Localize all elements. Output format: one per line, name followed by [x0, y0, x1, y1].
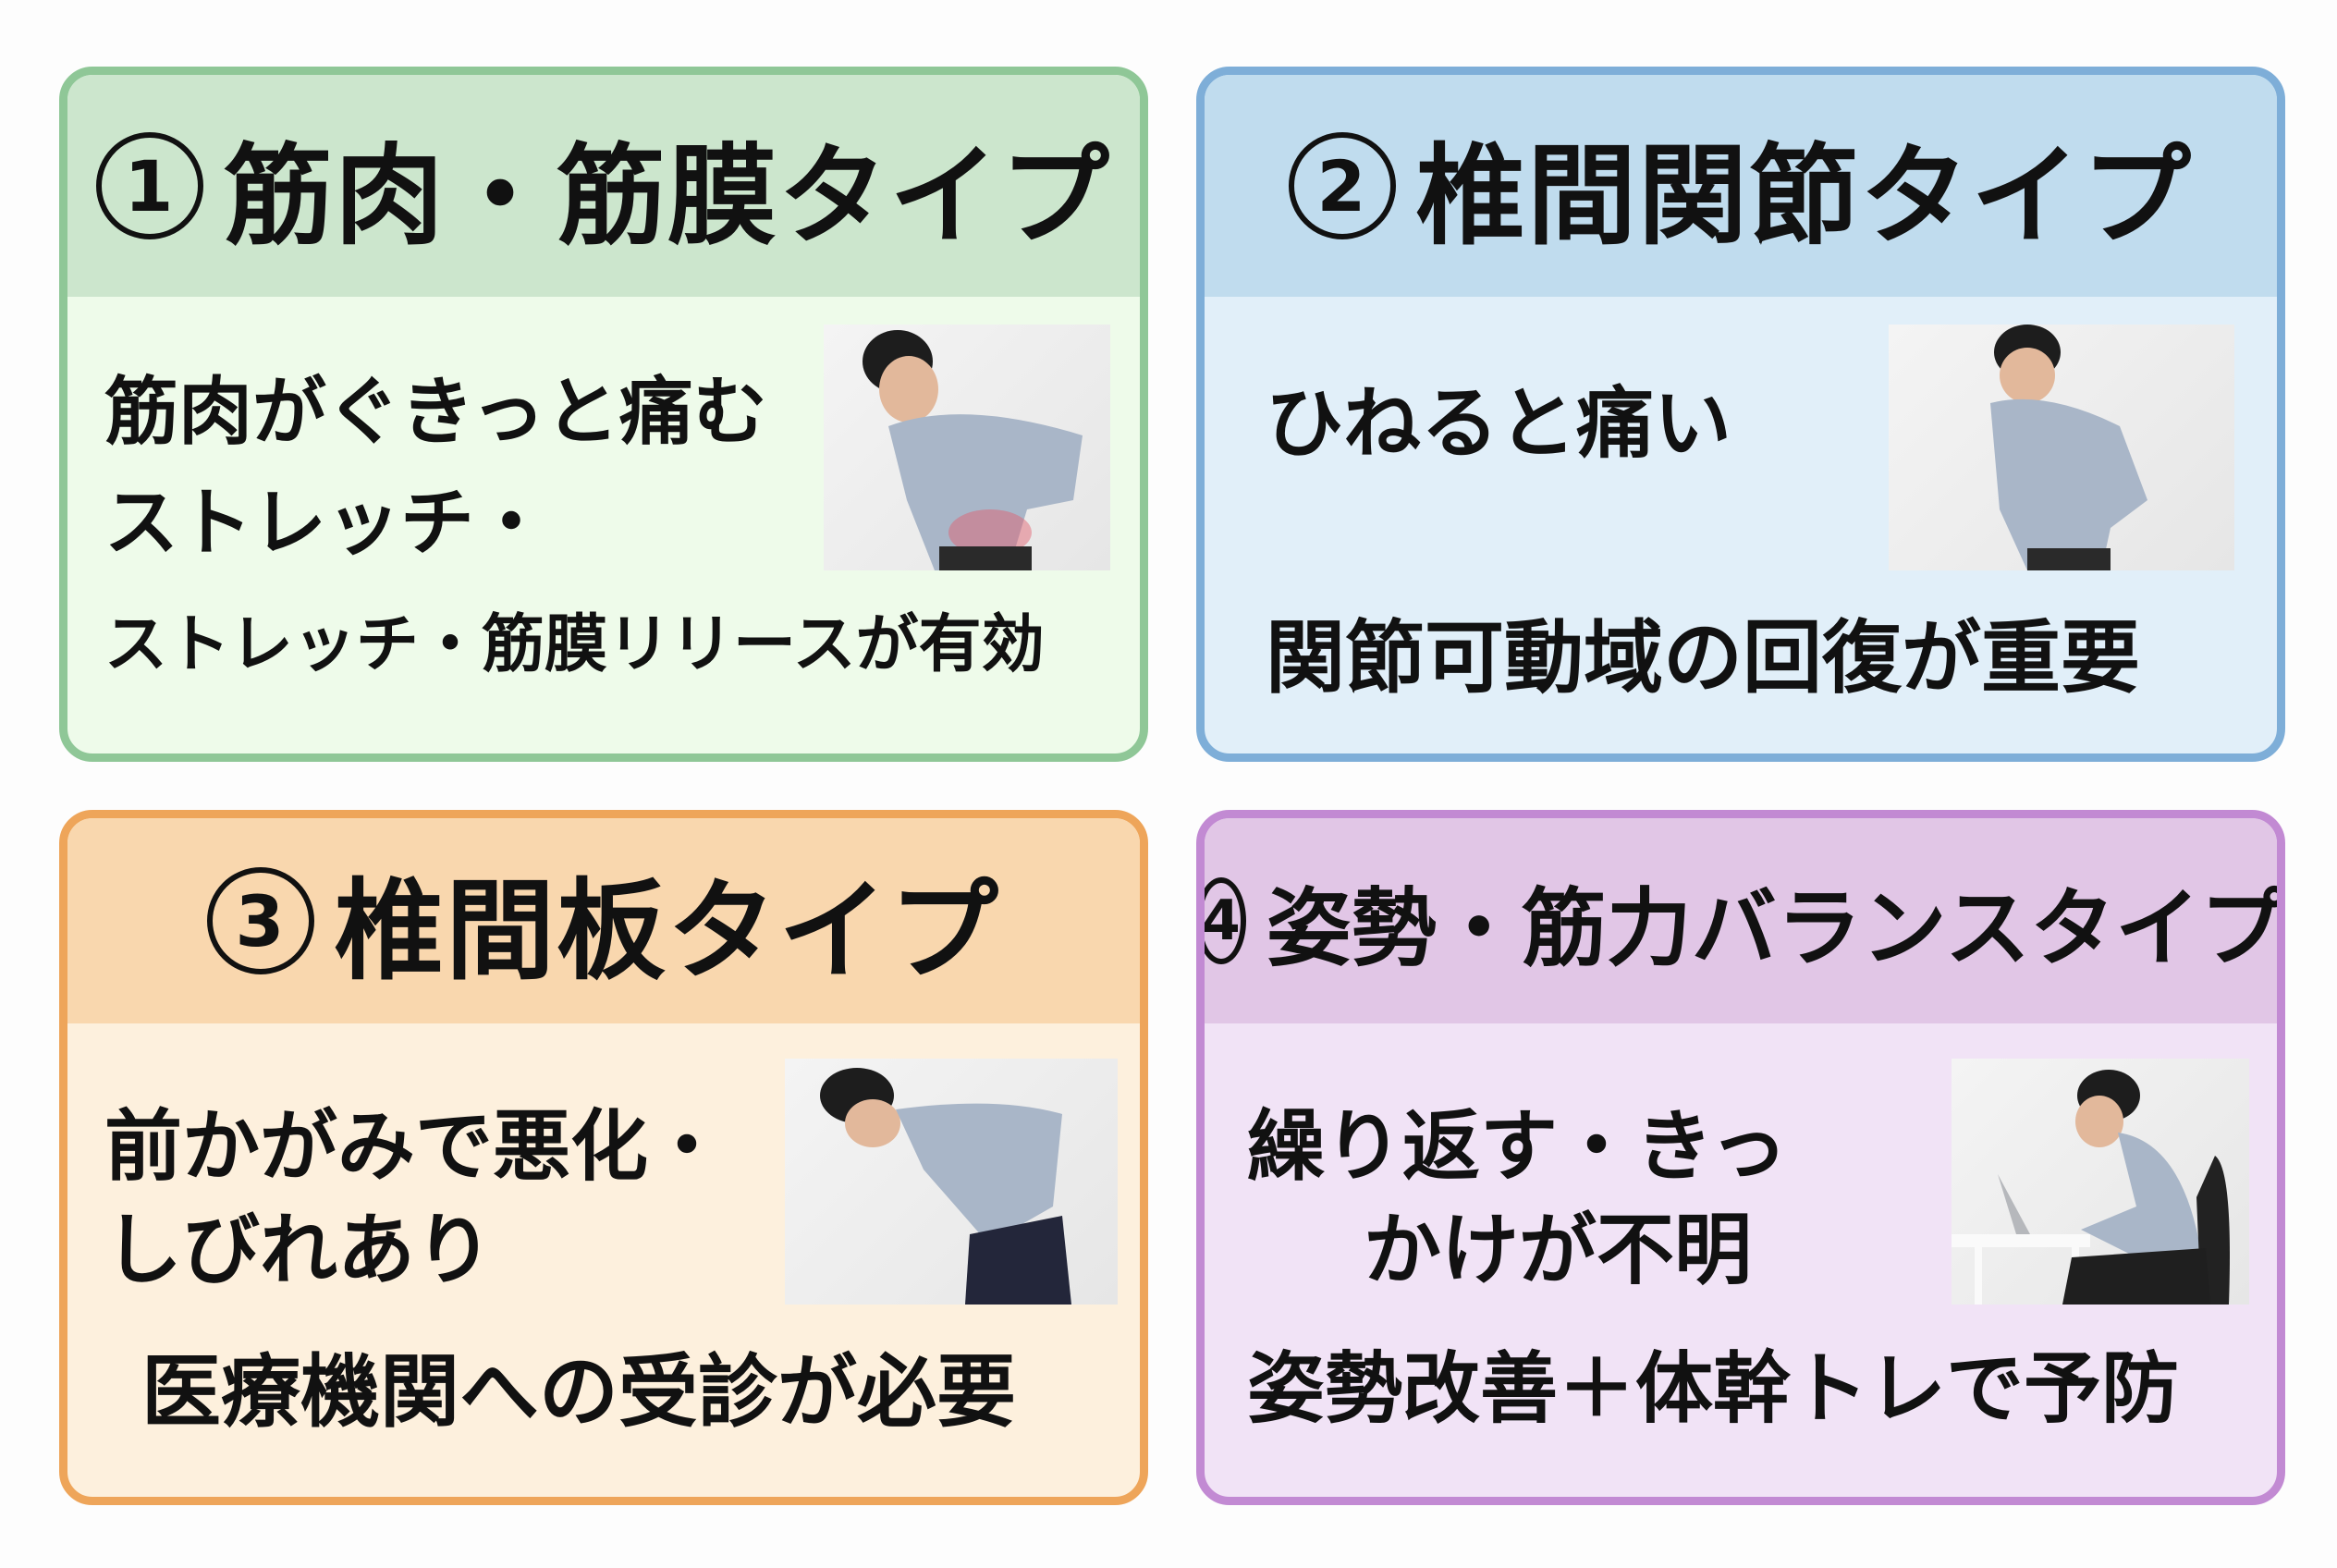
symptom-line: かけが不明: [1364, 1205, 1753, 1295]
advice-line: 医療機関への受診が必要: [141, 1346, 1016, 1439]
symptom-line: 前かがみで悪化・: [104, 1101, 727, 1192]
panel-header: 2 椎間関節タイプ: [1205, 75, 2277, 297]
symptom-line: ひねると痛い: [1266, 378, 1732, 469]
man-side-pain-illustration: [863, 330, 1083, 570]
panel-header: 4 姿勢・筋力バランスタイプ: [1205, 818, 2277, 1023]
circled-number-2: 2: [1288, 132, 1396, 239]
panel-title: 椎間板タイプ: [334, 866, 1000, 995]
panel-header: 3 椎間板タイプ: [67, 818, 1140, 1023]
symptom-line: しびれあり: [104, 1205, 494, 1295]
panel-header: 1 筋肉・筋膜タイプ: [67, 75, 1140, 297]
panel-posture-balance-type: 4 姿勢・筋力バランスタイプ 繰り返す・きっ かけが不明 姿勢改善＋体幹トレで予…: [1196, 810, 2285, 1505]
man-bending-illustration: [820, 1068, 1071, 1305]
man-back-pain-illustration: [1990, 325, 2147, 570]
panel-title: 椎間関節タイプ: [1415, 131, 2193, 260]
advice-line: 関節可動域の回復が重要: [1266, 612, 2140, 704]
symptom-line: 筋肉がぐきっと痛む: [104, 369, 767, 455]
panel-title: 姿勢・筋力バランスタイプ: [1266, 878, 2285, 978]
circled-number-1: 1: [95, 132, 203, 239]
photo-man-holding-lower-back: [1889, 325, 2234, 570]
photo-man-bending-forward: [785, 1059, 1118, 1305]
symptom-line: ストレッチ・: [104, 480, 548, 566]
photo-man-at-laptop: [1952, 1059, 2249, 1305]
panel-disc-type: 3 椎間板タイプ 前かがみで悪化・ しびれあり 医療機関への受診が必要: [59, 810, 1148, 1505]
panel-title: 筋肉・筋膜タイプ: [223, 131, 1111, 260]
advice-line: ストレッチ・筋膜リリースが有効: [104, 608, 1045, 681]
man-laptop-illustration: [1952, 1070, 2230, 1305]
circled-number-4: 4: [1205, 877, 1246, 964]
circled-number-3: 3: [206, 867, 314, 974]
symptom-line: 繰り返す・きっ: [1247, 1101, 1788, 1192]
panel-muscle-fascia-type: 1 筋肉・筋膜タイプ 筋肉がぐきっと痛む ストレッチ・ ストレッチ・筋膜リリース…: [59, 67, 1148, 762]
advice-line: 姿勢改善＋体幹トレで予防: [1247, 1343, 2180, 1434]
panel-facet-joint-type: 2 椎間関節タイプ ひねると痛い 関節可動域の回復が重要: [1196, 67, 2285, 762]
photo-man-holding-side: [824, 325, 1110, 570]
